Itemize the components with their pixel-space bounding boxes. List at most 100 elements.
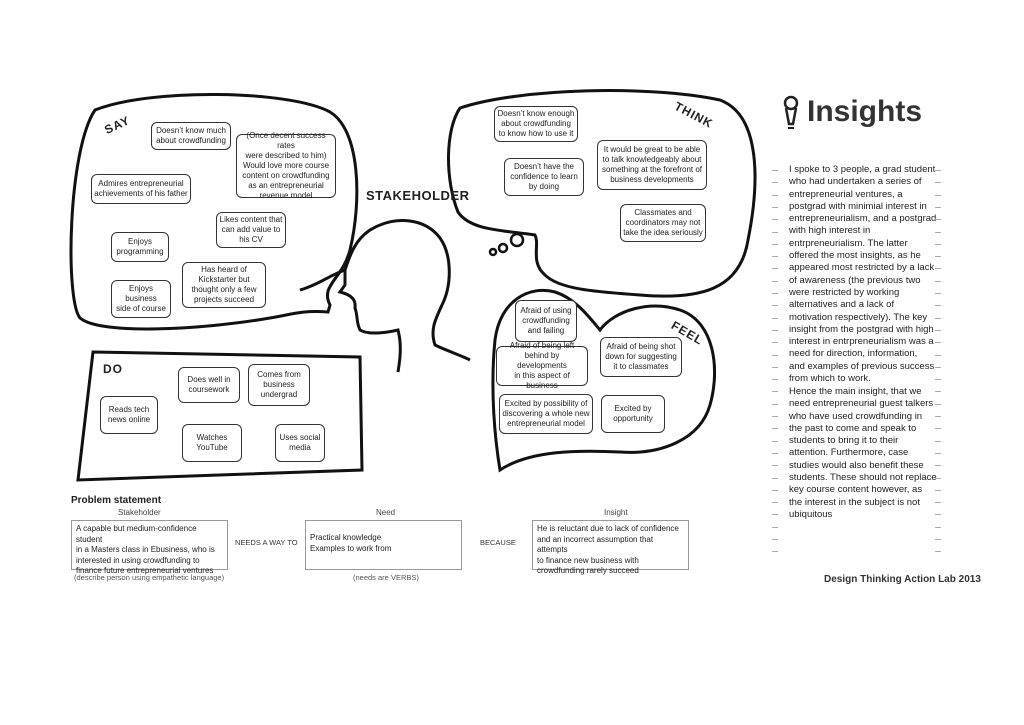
insights-line-dash — [772, 182, 778, 183]
insights-title: Insights — [807, 95, 922, 129]
insights-paragraph-2: Hence the main insight, that we need ent… — [789, 386, 941, 521]
insights-line-dash — [935, 195, 941, 196]
insights-line-dash — [772, 502, 778, 503]
insights-line-dash — [935, 478, 941, 479]
insights-line-dash — [772, 379, 778, 380]
say-note: (Once decent success rates were describe… — [236, 134, 336, 198]
stakeholder-head — [300, 221, 470, 360]
insights-line-dash — [772, 391, 778, 392]
insights-line-dash — [772, 330, 778, 331]
insights-line-dash — [772, 355, 778, 356]
insights-line-dash — [772, 305, 778, 306]
lightbulb-icon — [785, 97, 797, 128]
insights-line-dash — [772, 318, 778, 319]
insights-line-dash — [772, 490, 778, 491]
insights-line-dash — [772, 465, 778, 466]
insights-line-dash — [772, 219, 778, 220]
do-note: Comes from business undergrad — [248, 364, 310, 406]
insights-line-dash — [772, 478, 778, 479]
feel-note: Excited by opportunity — [601, 395, 665, 433]
insights-line-dash — [935, 539, 941, 540]
insights-line-dash — [935, 281, 941, 282]
insights-line-dash — [935, 404, 941, 405]
say-note: Enjoys programming — [111, 232, 169, 262]
insights-line-dash — [772, 244, 778, 245]
insight-header: Insight — [604, 508, 628, 517]
think-dot-medium — [499, 244, 507, 252]
insights-line-dash — [772, 453, 778, 454]
insights-line-dash — [935, 527, 941, 528]
do-note: Watches YouTube — [182, 424, 242, 462]
insights-line-dash — [935, 342, 941, 343]
stakeholder-hint: (describe person using empathetic langua… — [74, 573, 224, 582]
insights-line-dash — [935, 170, 941, 171]
insights-line-dash — [772, 551, 778, 552]
insights-line-dash — [772, 293, 778, 294]
insights-line-dash — [935, 244, 941, 245]
say-note: Admires entrepreneurial achievements of … — [91, 174, 191, 204]
insights-line-dash — [935, 551, 941, 552]
say-note: Enjoys business side of course — [111, 280, 171, 318]
do-label: DO — [103, 362, 123, 376]
think-note: Doesn’t know enough about crowdfunding t… — [494, 106, 578, 142]
insights-line-dash — [935, 232, 941, 233]
insight-statement: He is reluctant due to lack of confidenc… — [532, 520, 689, 570]
say-note: Doesn’t know much about crowdfunding — [151, 122, 231, 150]
insights-line-dash — [772, 342, 778, 343]
insights-line-dash — [772, 195, 778, 196]
insights-line-dash — [935, 502, 941, 503]
insights-line-dash — [935, 305, 941, 306]
do-note: Reads tech news online — [100, 396, 158, 434]
do-note: Does well in coursework — [178, 367, 240, 403]
because-connector: BECAUSE — [480, 538, 516, 547]
stakeholder-header: Stakeholder — [118, 508, 161, 517]
stakeholder-statement: A capable but medium-confidence student … — [71, 520, 228, 570]
insights-line-dash — [935, 428, 941, 429]
insights-line-dash — [772, 281, 778, 282]
insights-line-dash — [935, 318, 941, 319]
insights-line-dash — [772, 232, 778, 233]
think-dot-small — [490, 249, 496, 255]
insights-paragraph-1: I spoke to 3 people, a grad student who … — [789, 164, 941, 385]
insights-line-dash — [772, 404, 778, 405]
feel-note: Afraid of being shot down for suggesting… — [600, 337, 682, 377]
insights-line-dash — [772, 256, 778, 257]
insights-line-dash — [772, 170, 778, 171]
think-note: Doesn’t have the confidence to learn by … — [504, 158, 584, 196]
feel-note: Afraid of being left behind by developme… — [496, 346, 588, 386]
insights-line-dash — [772, 428, 778, 429]
insights-line-dash — [935, 355, 941, 356]
think-note: Classmates and coordinators may not take… — [620, 204, 706, 242]
do-note: Uses social media — [275, 424, 325, 462]
insights-line-dash — [772, 514, 778, 515]
insights-line-dash — [935, 514, 941, 515]
insights-line-dash — [935, 330, 941, 331]
feel-note: Excited by possibility of discovering a … — [499, 394, 593, 434]
insights-line-dash — [935, 268, 941, 269]
insights-line-dash — [935, 416, 941, 417]
need-statement: Practical knowledge Examples to work fro… — [305, 520, 462, 570]
insights-line-dash — [935, 207, 941, 208]
insights-line-dash — [772, 268, 778, 269]
insights-line-dash — [772, 367, 778, 368]
think-note: It would be great to be able to talk kno… — [597, 140, 707, 190]
insights-line-dash — [772, 416, 778, 417]
insights-line-dash — [935, 219, 941, 220]
insights-line-dash — [772, 207, 778, 208]
say-note: Has heard of Kickstarter but thought onl… — [182, 262, 266, 308]
problem-statement-title: Problem statement — [71, 495, 161, 506]
say-note: Likes content that can add value to his … — [216, 212, 286, 248]
insights-line-dash — [935, 367, 941, 368]
insights-line-dash — [935, 465, 941, 466]
need-hint: (needs are VERBS) — [353, 573, 419, 582]
insights-line-dash — [935, 441, 941, 442]
footer-credit: Design Thinking Action Lab 2013 — [824, 574, 981, 585]
needs-a-way-to-connector: NEEDS A WAY TO — [235, 538, 298, 547]
feel-note: Afraid of using crowdfunding and failing — [515, 300, 577, 342]
think-dot-large — [511, 234, 523, 246]
insights-line-dash — [772, 539, 778, 540]
insights-line-dash — [935, 182, 941, 183]
insights-line-dash — [772, 441, 778, 442]
insights-line-dash — [935, 379, 941, 380]
insights-line-dash — [772, 527, 778, 528]
